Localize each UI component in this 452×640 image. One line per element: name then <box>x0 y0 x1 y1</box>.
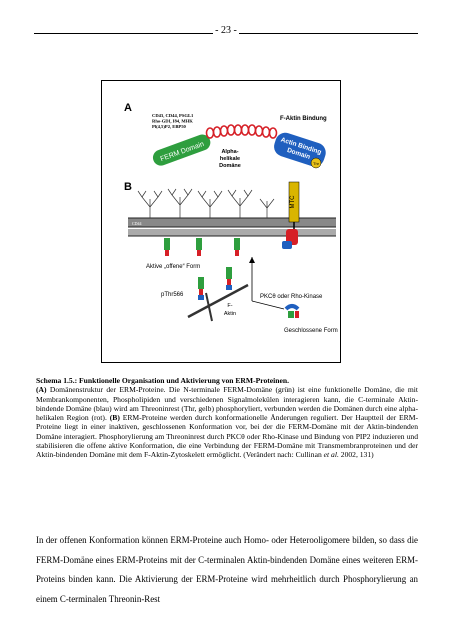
phospho-erm <box>198 267 232 300</box>
header-rule-right <box>238 33 419 34</box>
caption-text: (A) Domänenstruktur der ERM-Proteine. Di… <box>36 385 418 459</box>
caption-label-b: (B) <box>109 413 120 423</box>
pthr-label: pThr566 <box>161 292 184 298</box>
receptor-list-1: CD43, CD44, PSGL1 <box>152 113 194 118</box>
cell-membrane <box>128 217 336 237</box>
glycan-branches <box>137 188 275 218</box>
closed-form-label: Geschlossene Form <box>284 328 338 334</box>
ferm-domain-shape: FERM Domain <box>152 134 211 166</box>
body-paragraph: In der offenen Konformation können ERM-P… <box>36 535 418 604</box>
header-rule-left <box>34 33 214 34</box>
caption-text-b: ERM-Proteine werden durch konformationel… <box>36 413 419 460</box>
alpha-helical-label-2: helikale <box>220 156 240 162</box>
alpha-helical-label-3: Domäne <box>219 163 241 169</box>
cd44-label: CD44 <box>132 221 142 226</box>
active-erm-proteins <box>164 238 240 256</box>
alpha-helical-coil <box>205 124 278 139</box>
figure-caption: Schema 1.5.: Funktionelle Organisation u… <box>36 376 418 460</box>
closed-erm <box>284 304 300 318</box>
caption-text-a: Domänenstruktur der ERM-Proteine. Die N-… <box>36 385 418 423</box>
receptor-list-2: Rho-GDI, I84, MHK <box>152 119 193 124</box>
active-form-label: Aktive „offene“ Form <box>146 264 200 270</box>
page-number: - 23 - <box>215 24 237 36</box>
f-actin-label-1: F- <box>227 303 232 309</box>
threonine-label: Thr <box>313 161 320 166</box>
f-actin-filament <box>187 283 249 322</box>
actin-binding-label: F-Aktin Bindung <box>280 116 327 122</box>
threonine-dot <box>310 157 322 169</box>
receptor-list-3: Pl(4,5)P2, EBP50 <box>152 124 187 129</box>
actin-binding-domain-shape: Actin Binding Domain Thr <box>274 132 326 169</box>
page-header: - 23 - <box>34 22 419 38</box>
panel-b-label: B <box>124 181 132 193</box>
right-transmembrane-protein <box>282 229 298 249</box>
alpha-helical-label-1: Alpha- <box>221 149 238 155</box>
caption-italic: et al. <box>323 450 339 460</box>
panel-a-label: A <box>124 102 132 114</box>
pkc-label: PKCθ oder Rho-Kinase <box>260 294 323 300</box>
caption-text-end: 2002, 131) <box>340 450 374 460</box>
caption-label-a: (A) <box>36 385 47 395</box>
mtc-label: MTC <box>290 195 296 209</box>
erm-figure: A CD43, CD44, PSGL1 Rho-GDI, I84, MHK Pl… <box>101 80 341 363</box>
conversion-arrow <box>249 257 285 310</box>
f-actin-label-2: Aktin <box>224 311 236 317</box>
caption-title: Schema 1.5.: Funktionelle Organisation u… <box>36 376 290 385</box>
